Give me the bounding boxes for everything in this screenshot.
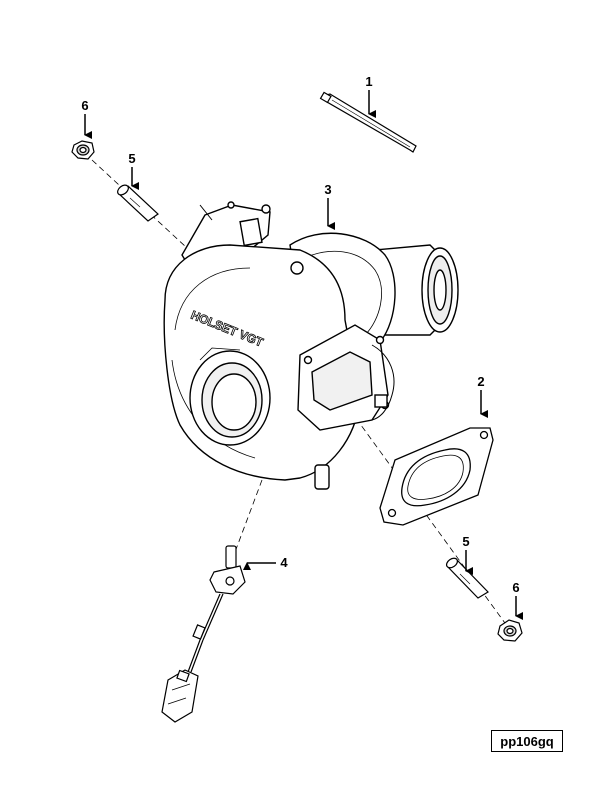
callout-number-5-bottom: 5: [462, 534, 469, 549]
cable-tie: [319, 91, 417, 153]
callout-number-2: 2: [477, 374, 484, 389]
speed-sensor: [161, 545, 246, 723]
callout-arrows: [84, 90, 523, 620]
callout-numbers: 1 2 3 4 5 5 6 6: [81, 74, 519, 595]
stud-top: [117, 184, 159, 222]
flange-nut-bottom: [497, 619, 523, 642]
flange-nut-top: [71, 140, 95, 160]
callout-number-1: 1: [365, 74, 372, 89]
callout-number-6-bottom: 6: [512, 580, 519, 595]
callout-number-6-top: 6: [81, 98, 88, 113]
callout-number-4: 4: [280, 555, 288, 570]
callout-number-3: 3: [324, 182, 331, 197]
turbocharger: HOLSET VGT: [163, 201, 459, 490]
stud-bottom: [445, 557, 489, 599]
callout-number-5-top: 5: [128, 151, 135, 166]
figure-id-label: pp106gq: [491, 730, 563, 752]
turbo-gasket: [379, 427, 494, 526]
